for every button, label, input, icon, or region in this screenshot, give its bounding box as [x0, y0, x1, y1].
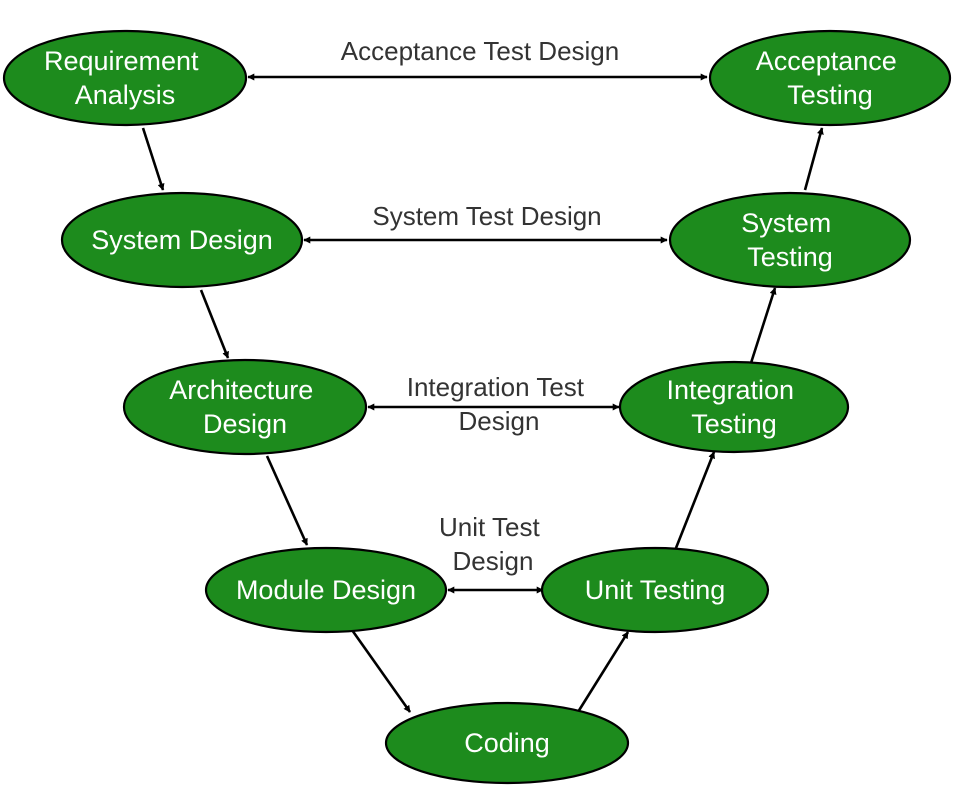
edge-system-testing-to-acceptance	[803, 127, 824, 191]
node-module-design: Module Design	[204, 546, 448, 634]
svg-text:Coding: Coding	[464, 728, 550, 758]
node-unit-testing: Unit Testing	[540, 546, 770, 634]
svg-text:Architecture Design: Architecture Design	[169, 375, 321, 439]
label-integration-test-design: Integration Test Design	[407, 372, 592, 436]
edge-coding-to-unit-testing	[576, 631, 630, 713]
label-system-test-design: System Test Design	[372, 201, 601, 231]
edge-requirement-to-system-design	[141, 127, 165, 191]
svg-text:Acceptance Testing: Acceptance Testing	[756, 46, 905, 110]
edge-module-design-to-coding	[350, 629, 412, 713]
svg-text:System Design: System Design	[91, 225, 273, 255]
svg-text:Integration Testing: Integration Testing	[666, 375, 801, 439]
svg-text:System Testing: System Testing	[741, 208, 839, 272]
node-requirement-analysis: Requirement Analysis	[2, 29, 248, 127]
label-acceptance-test-design: Acceptance Test Design	[341, 36, 619, 66]
edge-architecture-to-module-design	[265, 455, 309, 546]
node-system-design: System Design	[60, 191, 304, 289]
node-system-testing: System Testing	[668, 191, 912, 289]
svg-text:Unit Testing: Unit Testing	[585, 575, 726, 605]
node-integration-testing: Integration Testing	[618, 360, 850, 454]
edge-system-design-to-architecture	[199, 289, 230, 359]
node-coding: Coding	[384, 701, 630, 785]
edge-unit-testing-to-integration	[674, 451, 716, 549]
node-architecture-design: Architecture Design	[122, 358, 368, 456]
label-unit-test-design: Unit Test Design	[439, 512, 547, 576]
edge-integration-to-system-testing	[749, 287, 777, 364]
node-acceptance-testing: Acceptance Testing	[708, 29, 952, 127]
svg-text:Requirement Analysis: Requirement Analysis	[44, 46, 206, 110]
svg-text:Module Design: Module Design	[236, 575, 416, 605]
